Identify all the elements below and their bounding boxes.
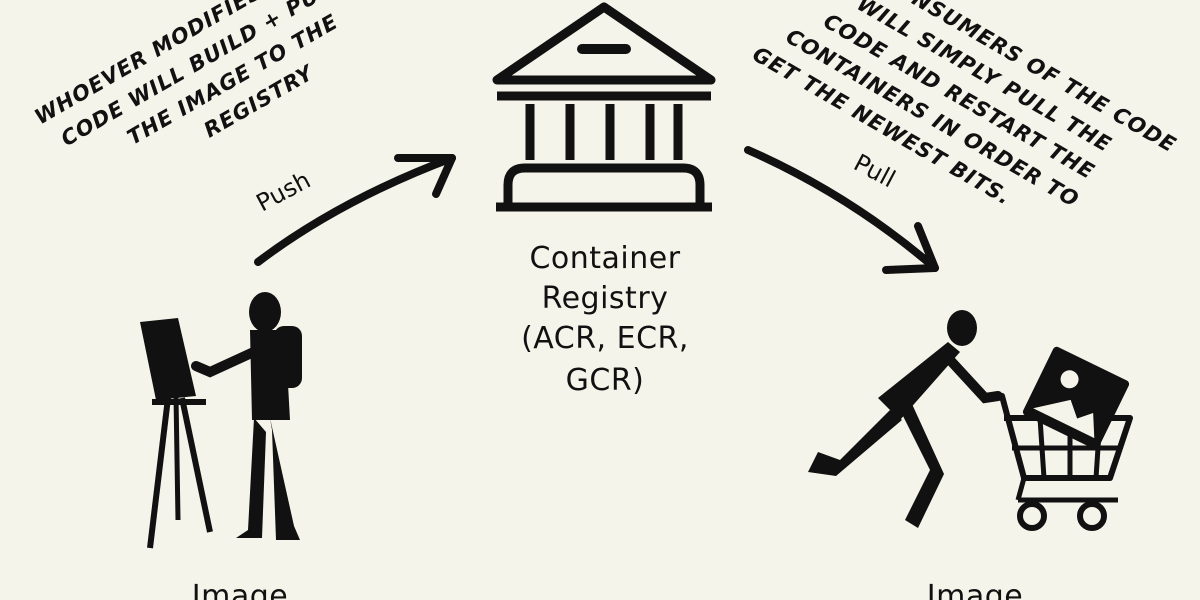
- person-pushing-cart-icon: [808, 310, 1133, 531]
- registry-label-line-3: (ACR, ECR,: [521, 321, 689, 356]
- push-arrow: [254, 154, 456, 266]
- registry-label-line-2: Registry: [542, 281, 669, 316]
- bank-building-icon: [492, 2, 716, 212]
- builder-image-label: Image: [192, 579, 288, 600]
- registry-label-line-4: GCR): [566, 363, 645, 398]
- painter-at-easel-icon: [140, 292, 302, 549]
- pull-arrow: [744, 146, 939, 274]
- consumer-image-label: Image: [927, 579, 1023, 600]
- push-label: Push: [252, 166, 315, 217]
- right-note: CONSUMERS OF THE CODE WILL SIMPLY PULL T…: [749, 0, 1181, 212]
- registry-label-line-1: Container: [529, 241, 680, 276]
- pull-label: Pull: [849, 149, 900, 194]
- left-note: WHOEVER MODIFIES THE CODE WILL BUILD + P…: [31, 0, 354, 151]
- registry-label: Container Registry (ACR, ECR, GCR): [521, 241, 689, 398]
- image-icon: [1022, 346, 1130, 450]
